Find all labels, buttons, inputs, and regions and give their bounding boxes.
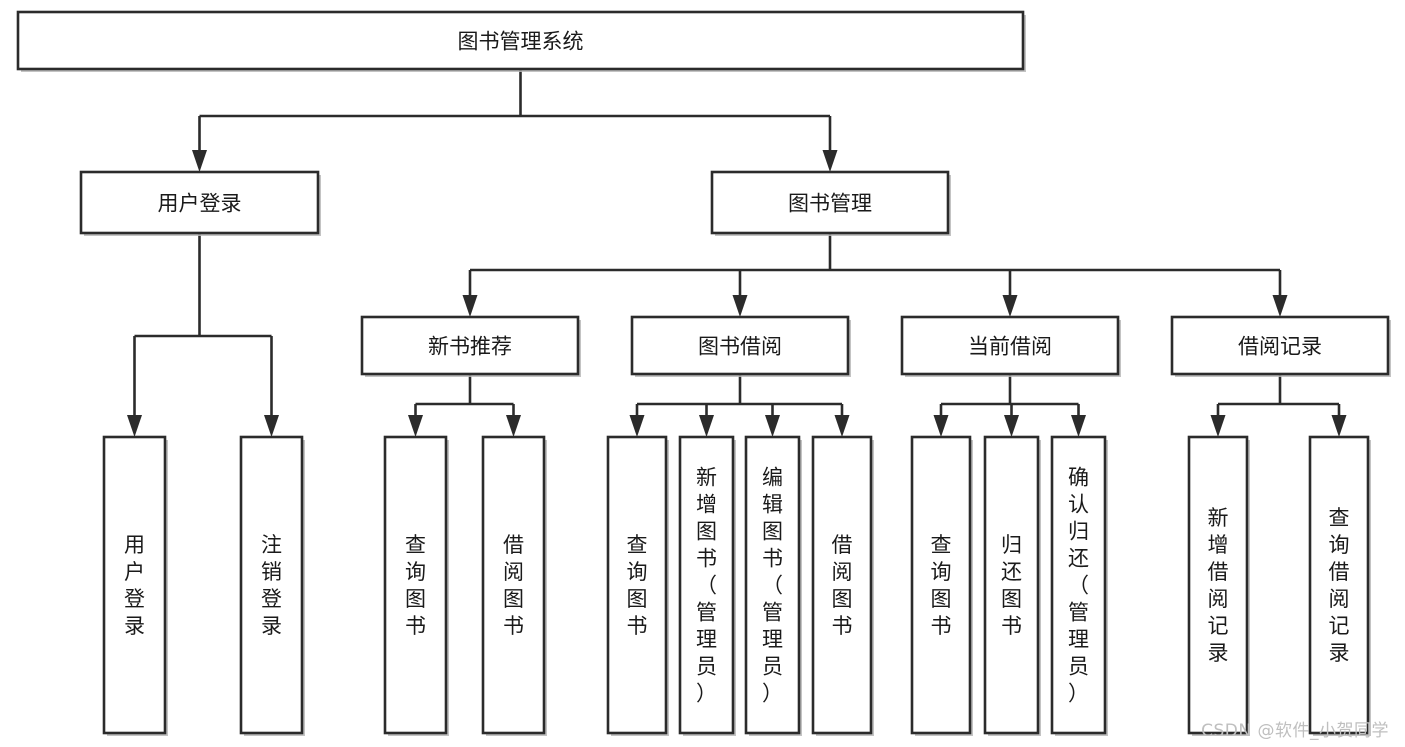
node-leaf-user-login[interactable]	[102, 435, 168, 736]
arrow-0-head	[933, 415, 949, 437]
arrow-0-head	[127, 415, 142, 437]
node-label-leaf-add-book: 新增图书（管理员）	[696, 466, 717, 706]
diagram-nodes: 图书管理系统用户登录图书管理新书推荐图书借阅当前借阅借阅记录用户登录注销登录查询…	[16, 10, 1391, 736]
arrow-1-head	[822, 150, 838, 172]
arrow-2-head	[1071, 415, 1086, 437]
node-leaf-query-book-3[interactable]	[910, 435, 973, 736]
arrow-1-head	[264, 415, 279, 437]
arrow-3-head	[1272, 295, 1288, 317]
node-label-root: 图书管理系统	[458, 30, 584, 54]
arrow-1-head	[1004, 415, 1019, 437]
node-label-book-manage: 图书管理	[788, 192, 872, 216]
node-label-leaf-user-login: 用户登录	[124, 533, 145, 638]
node-root[interactable]	[16, 10, 1026, 72]
connector-lines	[127, 69, 1347, 437]
node-label-leaf-query-book-1: 查询图书	[405, 533, 426, 638]
node-leaf-logout[interactable]	[239, 435, 305, 736]
node-label-user-login: 用户登录	[158, 192, 242, 216]
node-label-leaf-edit-book: 编辑图书（管理员）	[762, 466, 783, 706]
arrow-0-head	[192, 150, 207, 172]
node-label-book-borrow: 图书借阅	[698, 335, 782, 359]
node-label-leaf-confirm-return: 确认归还（管理员）	[1068, 466, 1089, 706]
node-label-leaf-logout: 注销登录	[261, 533, 282, 638]
node-label-leaf-return-book: 归还图书	[1001, 533, 1022, 638]
node-book-borrow[interactable]	[630, 315, 851, 377]
node-new-book-recommend[interactable]	[360, 315, 581, 377]
arrow-0-head	[1210, 415, 1226, 437]
arrow-1-head	[699, 415, 714, 437]
node-leaf-borrow-book-2[interactable]	[811, 435, 874, 736]
node-leaf-query-record[interactable]	[1308, 435, 1371, 736]
node-leaf-query-book-2[interactable]	[606, 435, 669, 736]
node-borrow-record[interactable]	[1170, 315, 1391, 377]
node-book-manage[interactable]	[710, 170, 951, 236]
node-label-current-borrow: 当前借阅	[968, 335, 1052, 359]
node-current-borrow[interactable]	[900, 315, 1121, 377]
csdn-watermark: CSDN @软件_小贺同学	[1201, 721, 1389, 741]
arrow-1-head	[732, 295, 748, 317]
node-leaf-query-book-1[interactable]	[383, 435, 449, 736]
arrow-0-head	[629, 415, 645, 437]
node-label-leaf-borrow-book-2: 借阅图书	[832, 533, 853, 638]
arrow-0-head	[462, 295, 478, 317]
arrow-3-head	[834, 415, 850, 437]
node-leaf-confirm-return[interactable]	[1050, 435, 1108, 736]
node-leaf-edit-book[interactable]	[744, 435, 802, 736]
arrow-1-head	[1331, 415, 1347, 437]
node-leaf-return-book[interactable]	[983, 435, 1041, 736]
arrow-0-head	[408, 415, 423, 437]
node-label-leaf-query-record: 查询借阅记录	[1329, 506, 1350, 665]
node-leaf-borrow-book-1[interactable]	[481, 435, 547, 736]
arrow-2-head	[765, 415, 780, 437]
node-label-leaf-query-book-3: 查询图书	[931, 533, 952, 638]
arrow-2-head	[1002, 295, 1018, 317]
node-user-login[interactable]	[79, 170, 321, 236]
node-label-borrow-record: 借阅记录	[1238, 335, 1322, 359]
node-label-leaf-add-record: 新增借阅记录	[1208, 506, 1229, 665]
arrow-1-head	[506, 415, 521, 437]
node-label-leaf-borrow-book-1: 借阅图书	[503, 533, 524, 638]
node-leaf-add-book[interactable]	[678, 435, 736, 736]
node-label-new-book-recommend: 新书推荐	[428, 335, 512, 359]
node-label-leaf-query-book-2: 查询图书	[627, 533, 648, 638]
node-leaf-add-record[interactable]	[1187, 435, 1250, 736]
